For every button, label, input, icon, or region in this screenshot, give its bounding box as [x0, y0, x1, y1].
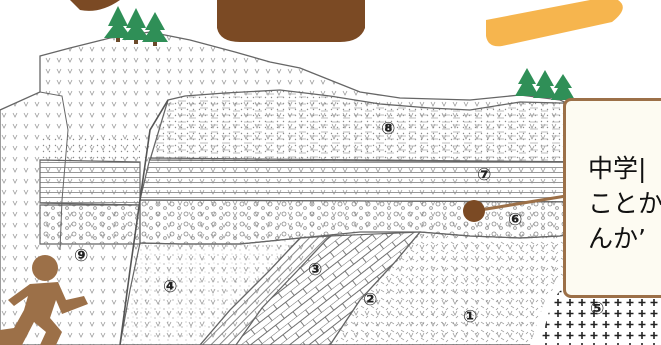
tree-icon — [551, 74, 575, 100]
tree-icon — [142, 12, 168, 42]
layer-label-1: ① — [463, 307, 477, 327]
trees-right — [515, 68, 575, 100]
layer-label-8: ⑧ — [381, 119, 395, 139]
callout-line-1: 中学| — [588, 151, 661, 186]
pointer-dot — [463, 200, 485, 222]
callout-line-2: ことか — [588, 186, 661, 221]
layer-label-9: ⑨ — [74, 246, 88, 266]
callout-line-3: んか’ — [588, 221, 661, 256]
speech-callout: 中学| ことか んか’ — [563, 98, 661, 298]
layer-label-4: ④ — [163, 277, 177, 297]
layer-label-2: ② — [363, 290, 377, 310]
layer-label-6: ⑥ — [508, 210, 522, 230]
layer-label-3: ③ — [308, 260, 322, 280]
orange-stroke — [486, 0, 623, 46]
layer-label-7: ⑦ — [477, 165, 491, 185]
brown-board — [217, 0, 365, 42]
tree-icon — [515, 68, 539, 96]
layer-label-5: ⑤ — [590, 299, 604, 319]
brown-blob-left — [70, 0, 120, 11]
tree-icon — [533, 70, 557, 98]
layer-7-area — [140, 158, 600, 202]
